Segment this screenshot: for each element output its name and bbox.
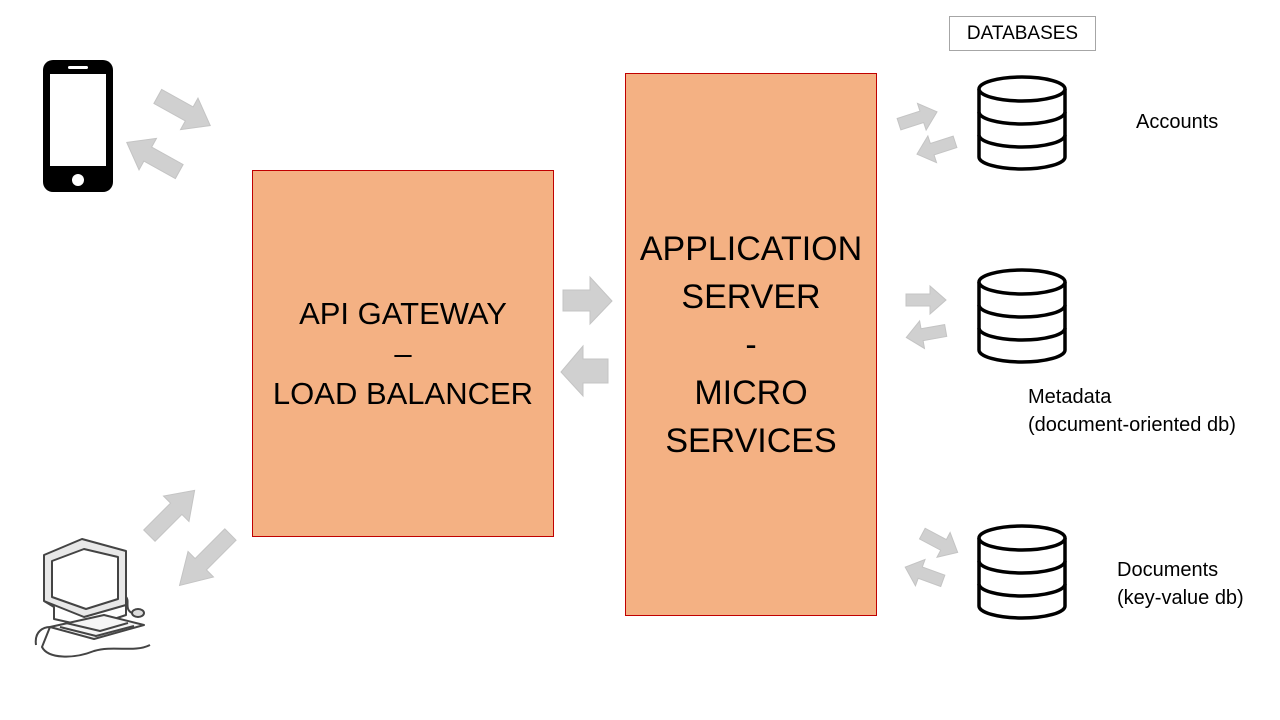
app-server-label-line2: SERVER: [681, 277, 821, 316]
accounts-db-name: Accounts: [1136, 111, 1219, 133]
smartphone-icon: [43, 60, 113, 192]
accounts-db-label: Accounts: [1136, 108, 1218, 136]
app-server-label-line1: APPLICATION: [639, 229, 863, 268]
documents-db-name: Documents: [1117, 559, 1219, 581]
application-server-box: APPLICATION SERVER - MICRO SERVICES: [625, 73, 877, 616]
documents-db-type: (key-value db): [1117, 587, 1244, 609]
database-icon: [977, 268, 1067, 364]
api-gateway-box: API GATEWAY – LOAD BALANCER: [252, 170, 554, 537]
app-server-label-line5: SERVICES: [665, 421, 837, 460]
database-icon: [977, 524, 1067, 620]
metadata-db-type: (document-oriented db): [1028, 414, 1236, 436]
gateway-label-line3: LOAD BALANCER: [272, 375, 534, 411]
app-server-label-line4: MICRO: [694, 373, 808, 412]
app-server-label-line3: -: [745, 325, 757, 364]
database-icon: [977, 75, 1067, 171]
gateway-label-line2: –: [394, 335, 412, 371]
metadata-db-name: Metadata: [1028, 386, 1112, 408]
gateway-label-line1: API GATEWAY: [299, 295, 507, 331]
documents-db-label: Documents (key-value db): [1117, 556, 1244, 612]
metadata-db-label: Metadata (document-oriented db): [1028, 383, 1236, 439]
desktop-computer-icon: [34, 538, 151, 658]
databases-header: DATABASES: [949, 16, 1096, 51]
